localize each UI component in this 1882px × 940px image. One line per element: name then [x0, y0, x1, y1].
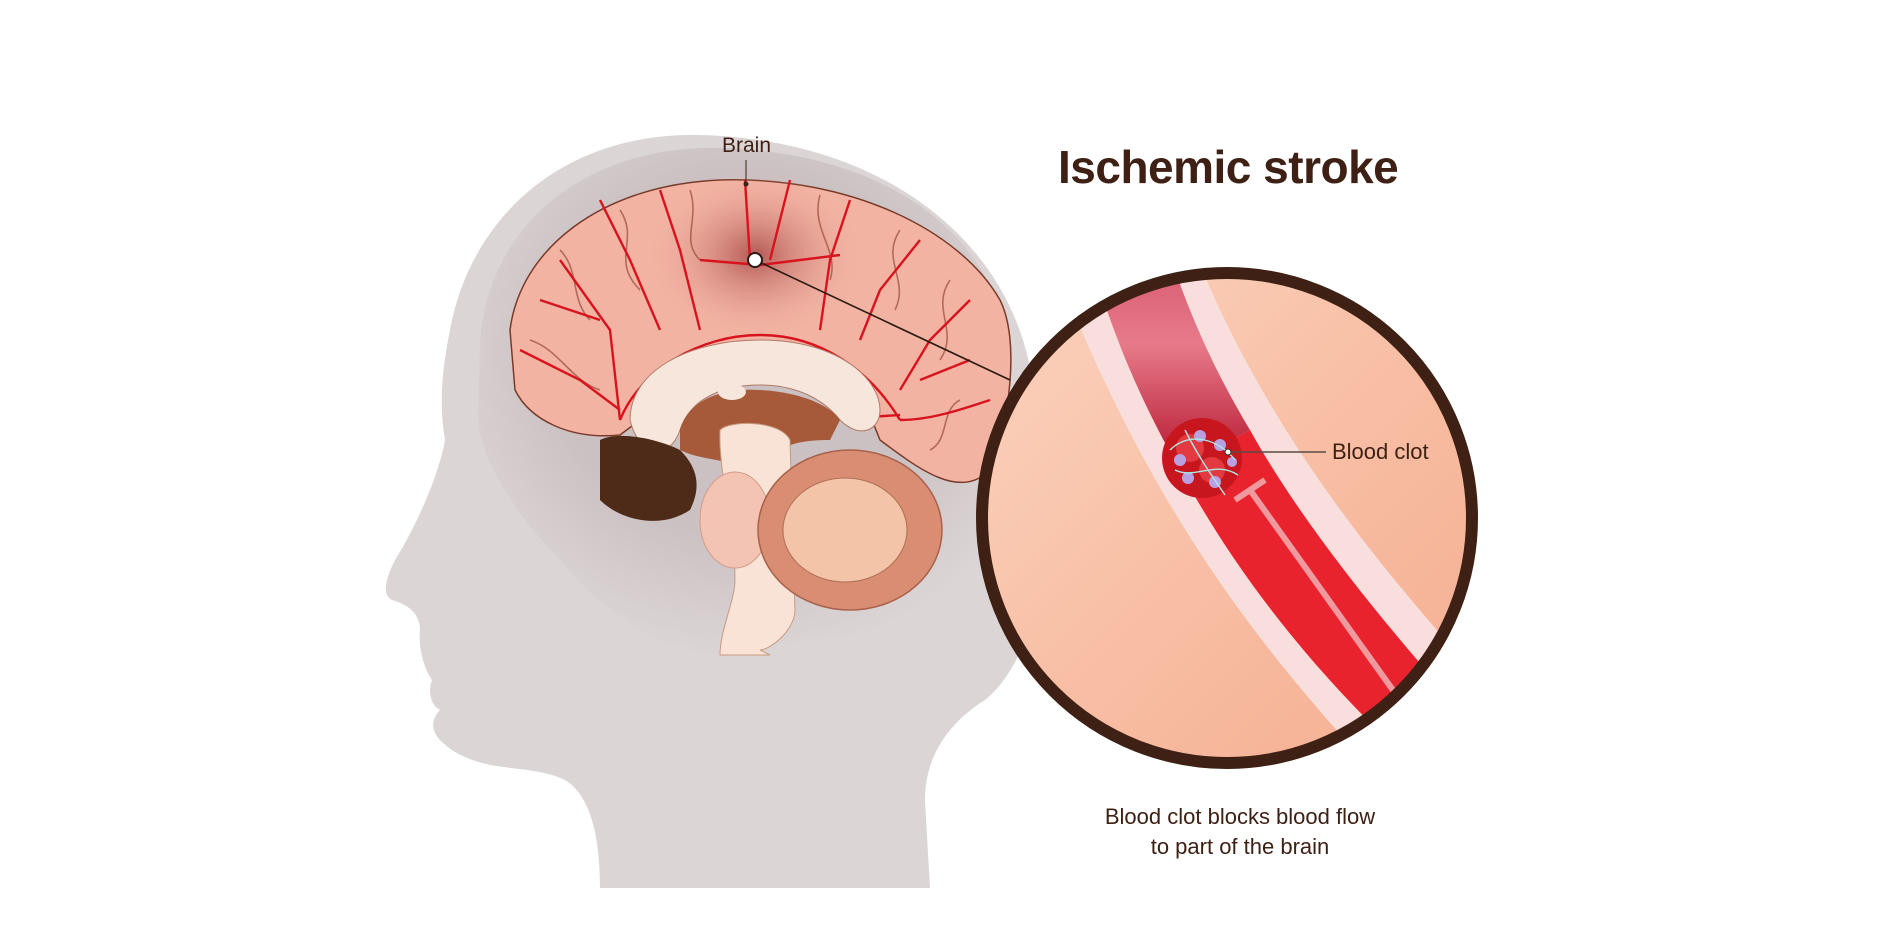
brain-label: Brain: [722, 134, 772, 157]
magnifier-ring: [976, 267, 1478, 769]
blocked-flow-arrow: [1233, 477, 1403, 702]
magnifier: [976, 267, 1478, 769]
thalamus-highlight: [718, 384, 746, 400]
caption: Blood clot blocks blood flow to part of …: [1060, 802, 1420, 862]
callout-line-brain: [754, 259, 1011, 381]
caption-line-1: Blood clot blocks blood flow: [1104, 804, 1376, 829]
caption-line-2: to part of the brain: [1150, 834, 1330, 859]
brain-label-dot: [743, 181, 749, 187]
temporal-lobe-shadow: [600, 435, 697, 521]
cerebellum-inner: [782, 477, 908, 583]
blood-clot-label: Blood clot: [1332, 439, 1429, 464]
ischemic-marker-dot: [747, 252, 763, 268]
clot-marker-dot: [1224, 448, 1232, 456]
blood-clot: [1162, 418, 1242, 498]
diagram-title: Ischemic stroke: [1058, 141, 1399, 193]
